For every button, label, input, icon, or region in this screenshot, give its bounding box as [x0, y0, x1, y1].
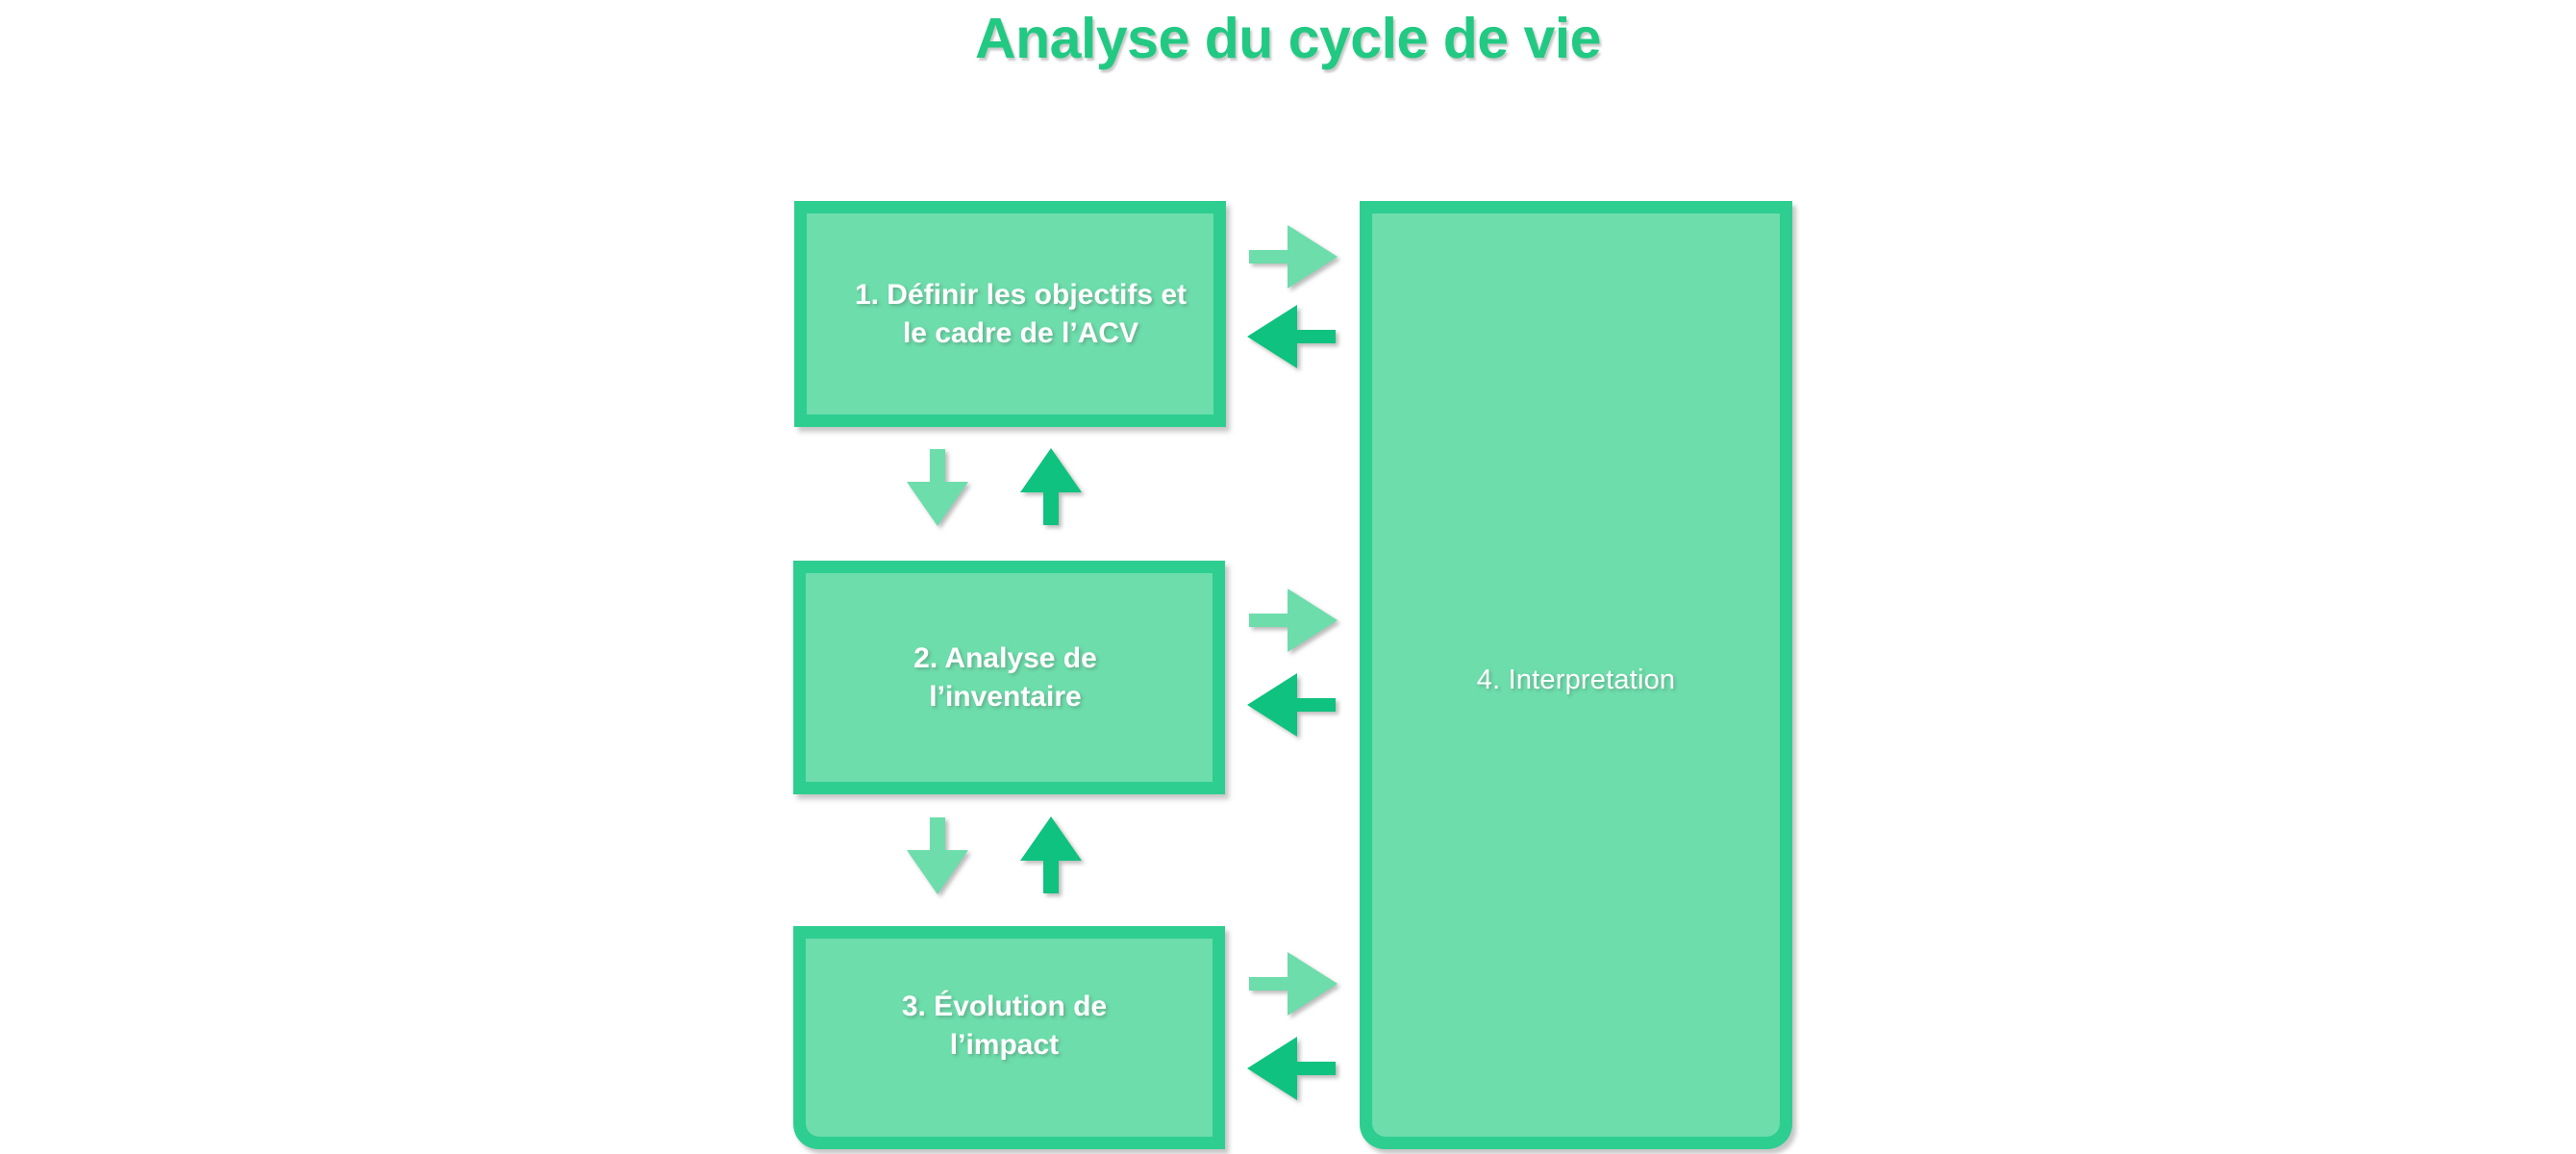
arrow-left-icon	[1247, 673, 1336, 737]
process-box-impact-evaluation[interactable]: 3. Évolution de l’impact	[793, 926, 1225, 1149]
arrow-left-icon	[1247, 305, 1336, 368]
process-box-inventory-analysis[interactable]: 2. Analyse de l’inventaire	[793, 561, 1225, 794]
process-box-label: 2. Analyse de l’inventaire	[913, 641, 1097, 713]
process-box-inner: 3. Évolution de l’impact	[806, 939, 1213, 1137]
process-box-label: 1. Définir les objectifs et le cadre de …	[854, 278, 1188, 349]
arrow-up-icon	[1020, 816, 1082, 893]
arrow-up-icon	[1020, 448, 1082, 525]
arrow-right-icon	[1249, 952, 1338, 1016]
process-box-inner: 4. Interpretation	[1372, 213, 1780, 1137]
process-box-inner: 2. Analyse de l’inventaire	[806, 573, 1213, 782]
arrow-right-icon	[1249, 225, 1338, 288]
process-box-interpretation[interactable]: 4. Interpretation	[1360, 201, 1792, 1149]
process-box-label: 4. Interpretation	[1476, 665, 1676, 695]
arrow-left-icon	[1247, 1037, 1336, 1100]
process-box-define-goal-scope[interactable]: 1. Définir les objectifs et le cadre de …	[794, 201, 1226, 427]
arrow-down-icon	[907, 817, 968, 894]
arrow-right-icon	[1249, 589, 1338, 652]
page-title: Analyse du cycle de vie	[975, 7, 1601, 70]
process-box-inner: 1. Définir les objectifs et le cadre de …	[807, 213, 1213, 414]
process-box-label: 3. Évolution de l’impact	[901, 991, 1108, 1061]
arrow-down-icon	[907, 449, 968, 526]
